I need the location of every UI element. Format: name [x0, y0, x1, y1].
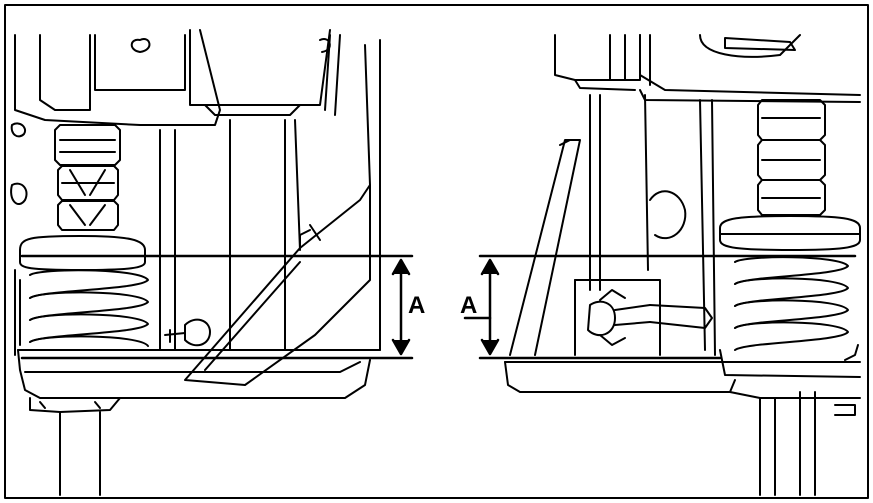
right-hex-nuts — [757, 99, 826, 216]
left-coil-spring — [14, 269, 149, 356]
left-bolt — [164, 318, 211, 347]
left-base-plate — [17, 349, 381, 496]
right-shaft-nut — [649, 190, 687, 240]
left-dimension-label: A — [408, 292, 425, 319]
right-diagonal-strip — [509, 139, 581, 356]
left-side-bolts — [10, 122, 28, 205]
dimension-lines — [20, 254, 857, 360]
right-coil-spring — [734, 256, 849, 351]
figure-frame — [4, 4, 869, 499]
left-dimension-arrow — [391, 258, 411, 356]
right-bolt-block — [574, 279, 713, 356]
right-top-housing — [554, 34, 861, 103]
left-shaft — [159, 39, 381, 351]
left-diagonal-bracket — [184, 184, 371, 386]
left-view — [10, 29, 381, 496]
right-dimension-label: A — [460, 292, 477, 319]
left-upper-spring-plate — [19, 235, 146, 271]
left-top-housing — [14, 29, 341, 126]
left-hex-nuts — [54, 124, 121, 231]
right-dimension-arrow — [463, 258, 500, 356]
right-upper-spring-plate — [719, 215, 861, 251]
right-shaft — [589, 94, 716, 356]
right-base-plate — [504, 344, 861, 496]
right-view — [504, 34, 861, 496]
